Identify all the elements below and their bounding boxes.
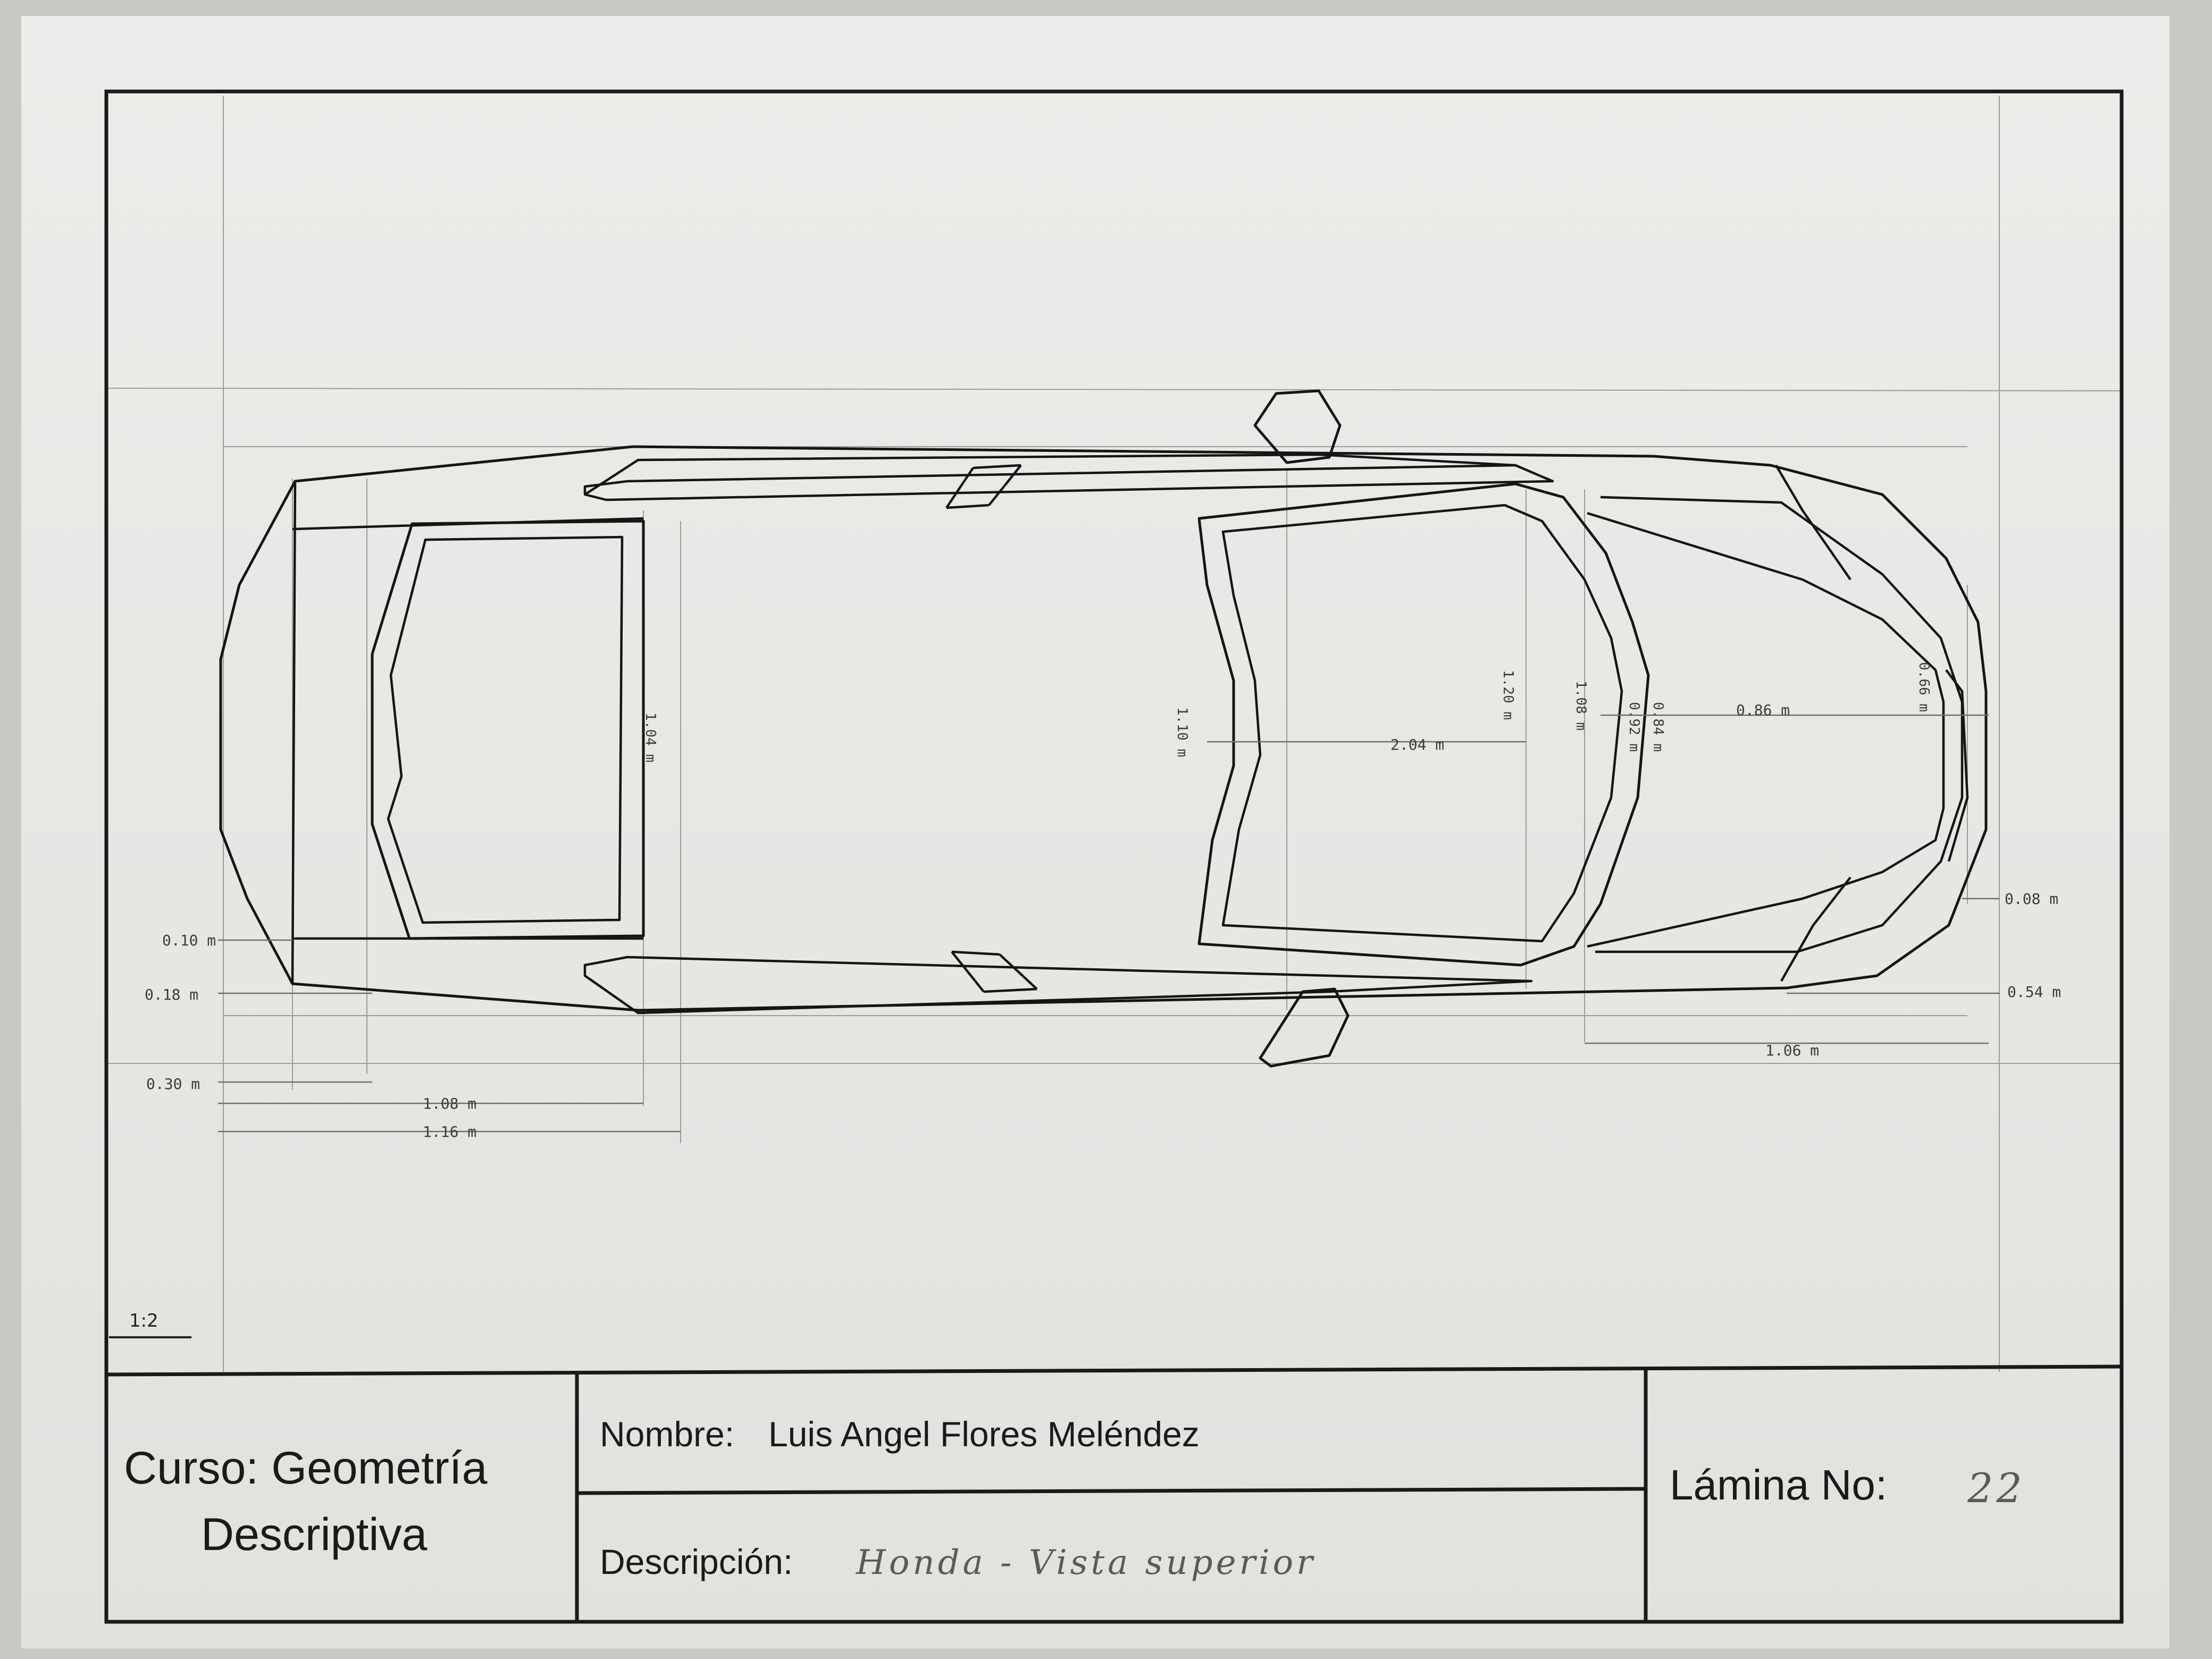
paper-sheet [21, 16, 2169, 1648]
dim-0-10: 0.10 m [162, 932, 216, 949]
dim-1-16: 1.16 m [423, 1123, 476, 1141]
dim-0-08: 0.08 m [2005, 890, 2058, 908]
dim-1-08-b: 1.08 m [1573, 681, 1589, 731]
rear-window-glass [387, 535, 624, 924]
upper-door-handle [945, 464, 1022, 509]
dim-0-92: 0.92 m [1626, 702, 1642, 752]
sheet-label: Lámina No: [1670, 1461, 1887, 1509]
description-label: Descripción: [600, 1542, 793, 1581]
hood-panel [1587, 512, 1945, 948]
lower-side-strip [583, 956, 1533, 1015]
dimensions: 0.10 m 0.18 m 0.30 m 1.08 m 1.16 m 1.04 … [145, 662, 2061, 1141]
scale-label: 1:2 [129, 1310, 158, 1331]
right-mirror [1259, 987, 1350, 1068]
drawing-frame [104, 89, 2124, 1624]
course-label-line2: Descriptiva [201, 1509, 428, 1560]
windshield-glass [1221, 504, 1623, 943]
dim-1-04: 1.04 m [642, 713, 658, 763]
car-top-view [219, 389, 1988, 1068]
dim-1-06: 1.06 m [1765, 1042, 1819, 1059]
sheet-number: 22 [1967, 1464, 2025, 1512]
dim-0-84: 0.84 m [1650, 702, 1666, 752]
course-label: Curso: Geometría [124, 1443, 488, 1494]
car-body-outline [219, 445, 1988, 1012]
dim-1-20: 1.20 m [1500, 670, 1516, 720]
rear-edge [291, 481, 297, 984]
dim-2-04: 2.04 m [1390, 736, 1444, 753]
left-mirror [1253, 389, 1342, 464]
title-block-grid [106, 1364, 2122, 1622]
front-bumper [1775, 464, 1969, 982]
name-label: Nombre: [600, 1414, 734, 1454]
description-value: Honda - Vista superior [856, 1543, 1316, 1582]
scale-marker: 1:2 [109, 1310, 191, 1338]
dim-0-86: 0.86 m [1736, 701, 1790, 719]
dim-0-66: 0.66 m [1916, 662, 1932, 712]
lower-door-handle [951, 950, 1038, 993]
dim-1-08: 1.08 m [423, 1095, 476, 1112]
windshield-outer [1197, 482, 1650, 967]
construction-lines [106, 96, 2122, 1372]
dim-0-30: 0.30 m [146, 1075, 200, 1093]
rear-window [371, 520, 645, 940]
dim-0-54: 0.54 m [2007, 983, 2061, 1001]
car-belt-line [292, 517, 644, 940]
dim-1-10: 1.10 m [1174, 707, 1190, 757]
hood-panel-inner [1595, 496, 1964, 953]
student-name: Luis Angel Flores Meléndez [768, 1414, 1200, 1454]
title-block: Curso: Geometría Descriptiva Nombre: Lui… [124, 1414, 2025, 1582]
dim-0-18: 0.18 m [145, 986, 198, 1003]
upper-side-strip [583, 453, 1554, 501]
